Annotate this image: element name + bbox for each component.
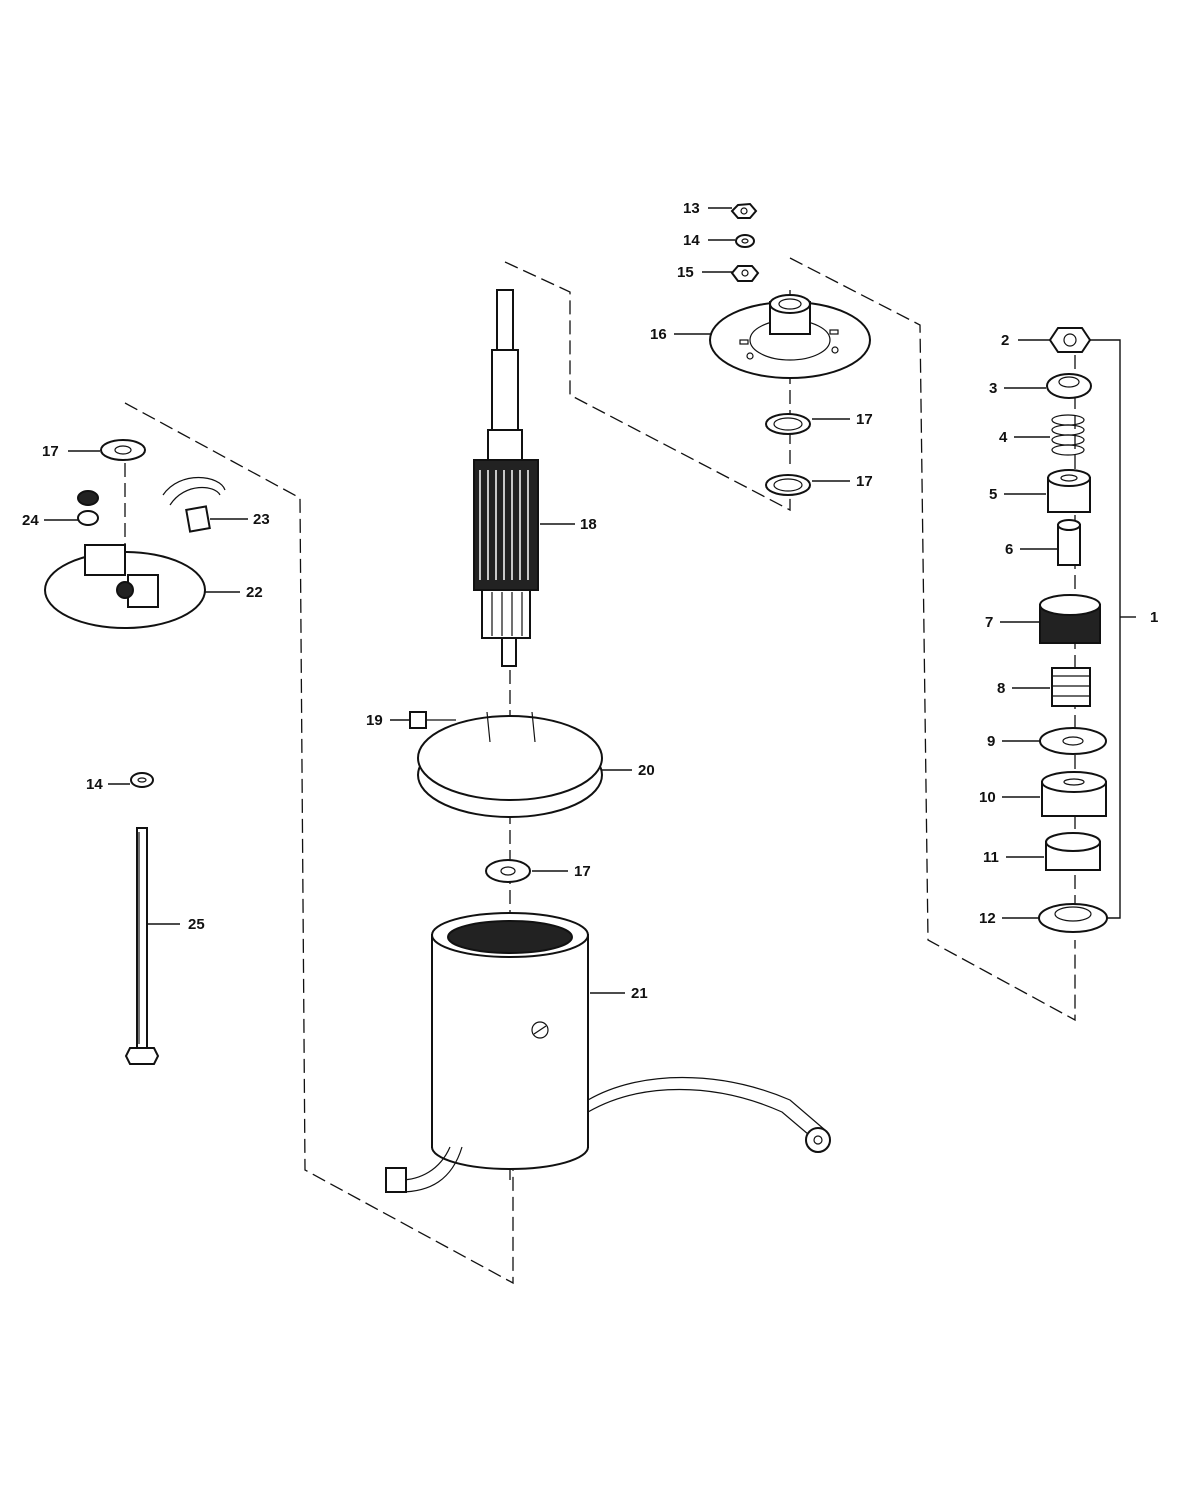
callout-17-upper: 17 [856, 411, 873, 428]
through-bolt [124, 772, 160, 1065]
callout-11: 11 [983, 849, 999, 866]
callout-14-left: 14 [86, 776, 103, 793]
drive-end-washers [765, 413, 811, 496]
callout-1: 1 [1150, 609, 1158, 626]
drive-end-plate [709, 294, 871, 379]
callout-labels: 1 2 3 4 5 6 7 8 9 10 11 12 13 14 15 16 1… [22, 200, 1158, 1002]
callout-9: 9 [987, 733, 995, 750]
callout-21: 21 [631, 985, 648, 1002]
callout-17-left: 17 [42, 443, 59, 460]
callout-16: 16 [650, 326, 667, 343]
callout-15: 15 [677, 264, 694, 281]
drive-assembly-parts [1038, 327, 1108, 933]
callout-10: 10 [979, 789, 996, 806]
callout-4: 4 [999, 429, 1008, 446]
field-frame-washer [485, 859, 531, 883]
callout-22: 22 [246, 584, 263, 601]
leader-lines [44, 207, 1136, 994]
top-hardware [730, 202, 760, 282]
callout-17-lower: 17 [856, 473, 873, 490]
callout-19: 19 [366, 712, 383, 729]
callout-23: 23 [253, 511, 270, 528]
callout-2: 2 [1001, 332, 1009, 349]
callout-8: 8 [997, 680, 1005, 697]
commutator-end-plate [44, 544, 206, 629]
callout-12: 12 [979, 910, 996, 927]
callout-14-top: 14 [683, 232, 700, 249]
callout-7: 7 [985, 614, 993, 631]
callout-5: 5 [989, 486, 997, 503]
callout-13: 13 [683, 200, 700, 217]
callout-24: 24 [22, 512, 39, 529]
screw-and-band [409, 711, 603, 818]
callout-18: 18 [580, 516, 597, 533]
callout-20: 20 [638, 762, 655, 779]
field-frame-housing [385, 912, 831, 1193]
commutator-small-parts [77, 439, 226, 533]
callout-6: 6 [1005, 541, 1013, 558]
callout-25: 25 [188, 916, 205, 933]
callout-17-center: 17 [574, 863, 591, 880]
callout-3: 3 [989, 380, 997, 397]
armature [473, 289, 539, 667]
